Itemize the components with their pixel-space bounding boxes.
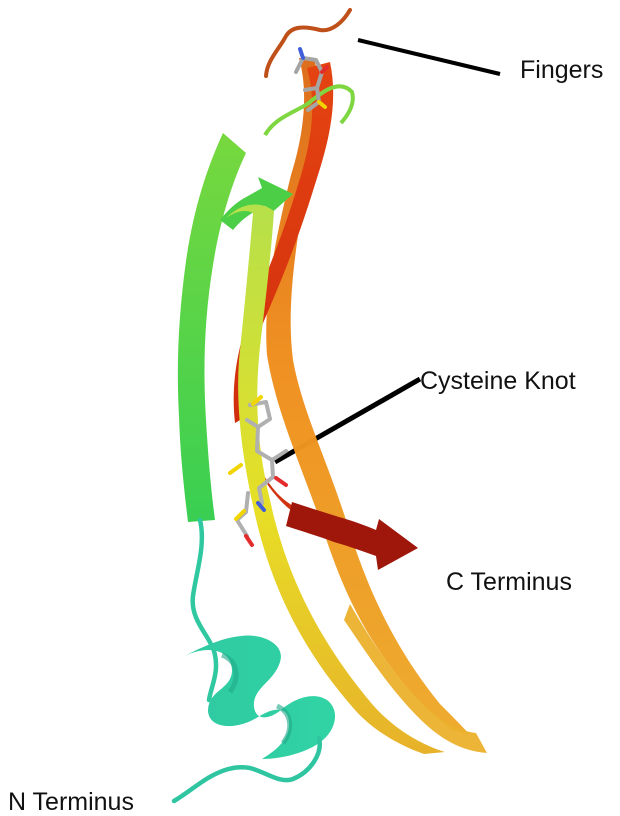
- cysteine-knot-label: Cysteine Knot: [420, 369, 576, 394]
- n-terminus-label: N Terminus: [8, 790, 134, 815]
- alpha-helix: [181, 636, 335, 759]
- green-strand: [178, 133, 246, 522]
- orange-strand-back: [266, 58, 470, 735]
- n-terminal-coil: [193, 520, 216, 700]
- fingers-leader-line: [358, 40, 500, 74]
- c-terminus-label: C Terminus: [446, 570, 572, 595]
- fingers-label: Fingers: [520, 58, 603, 83]
